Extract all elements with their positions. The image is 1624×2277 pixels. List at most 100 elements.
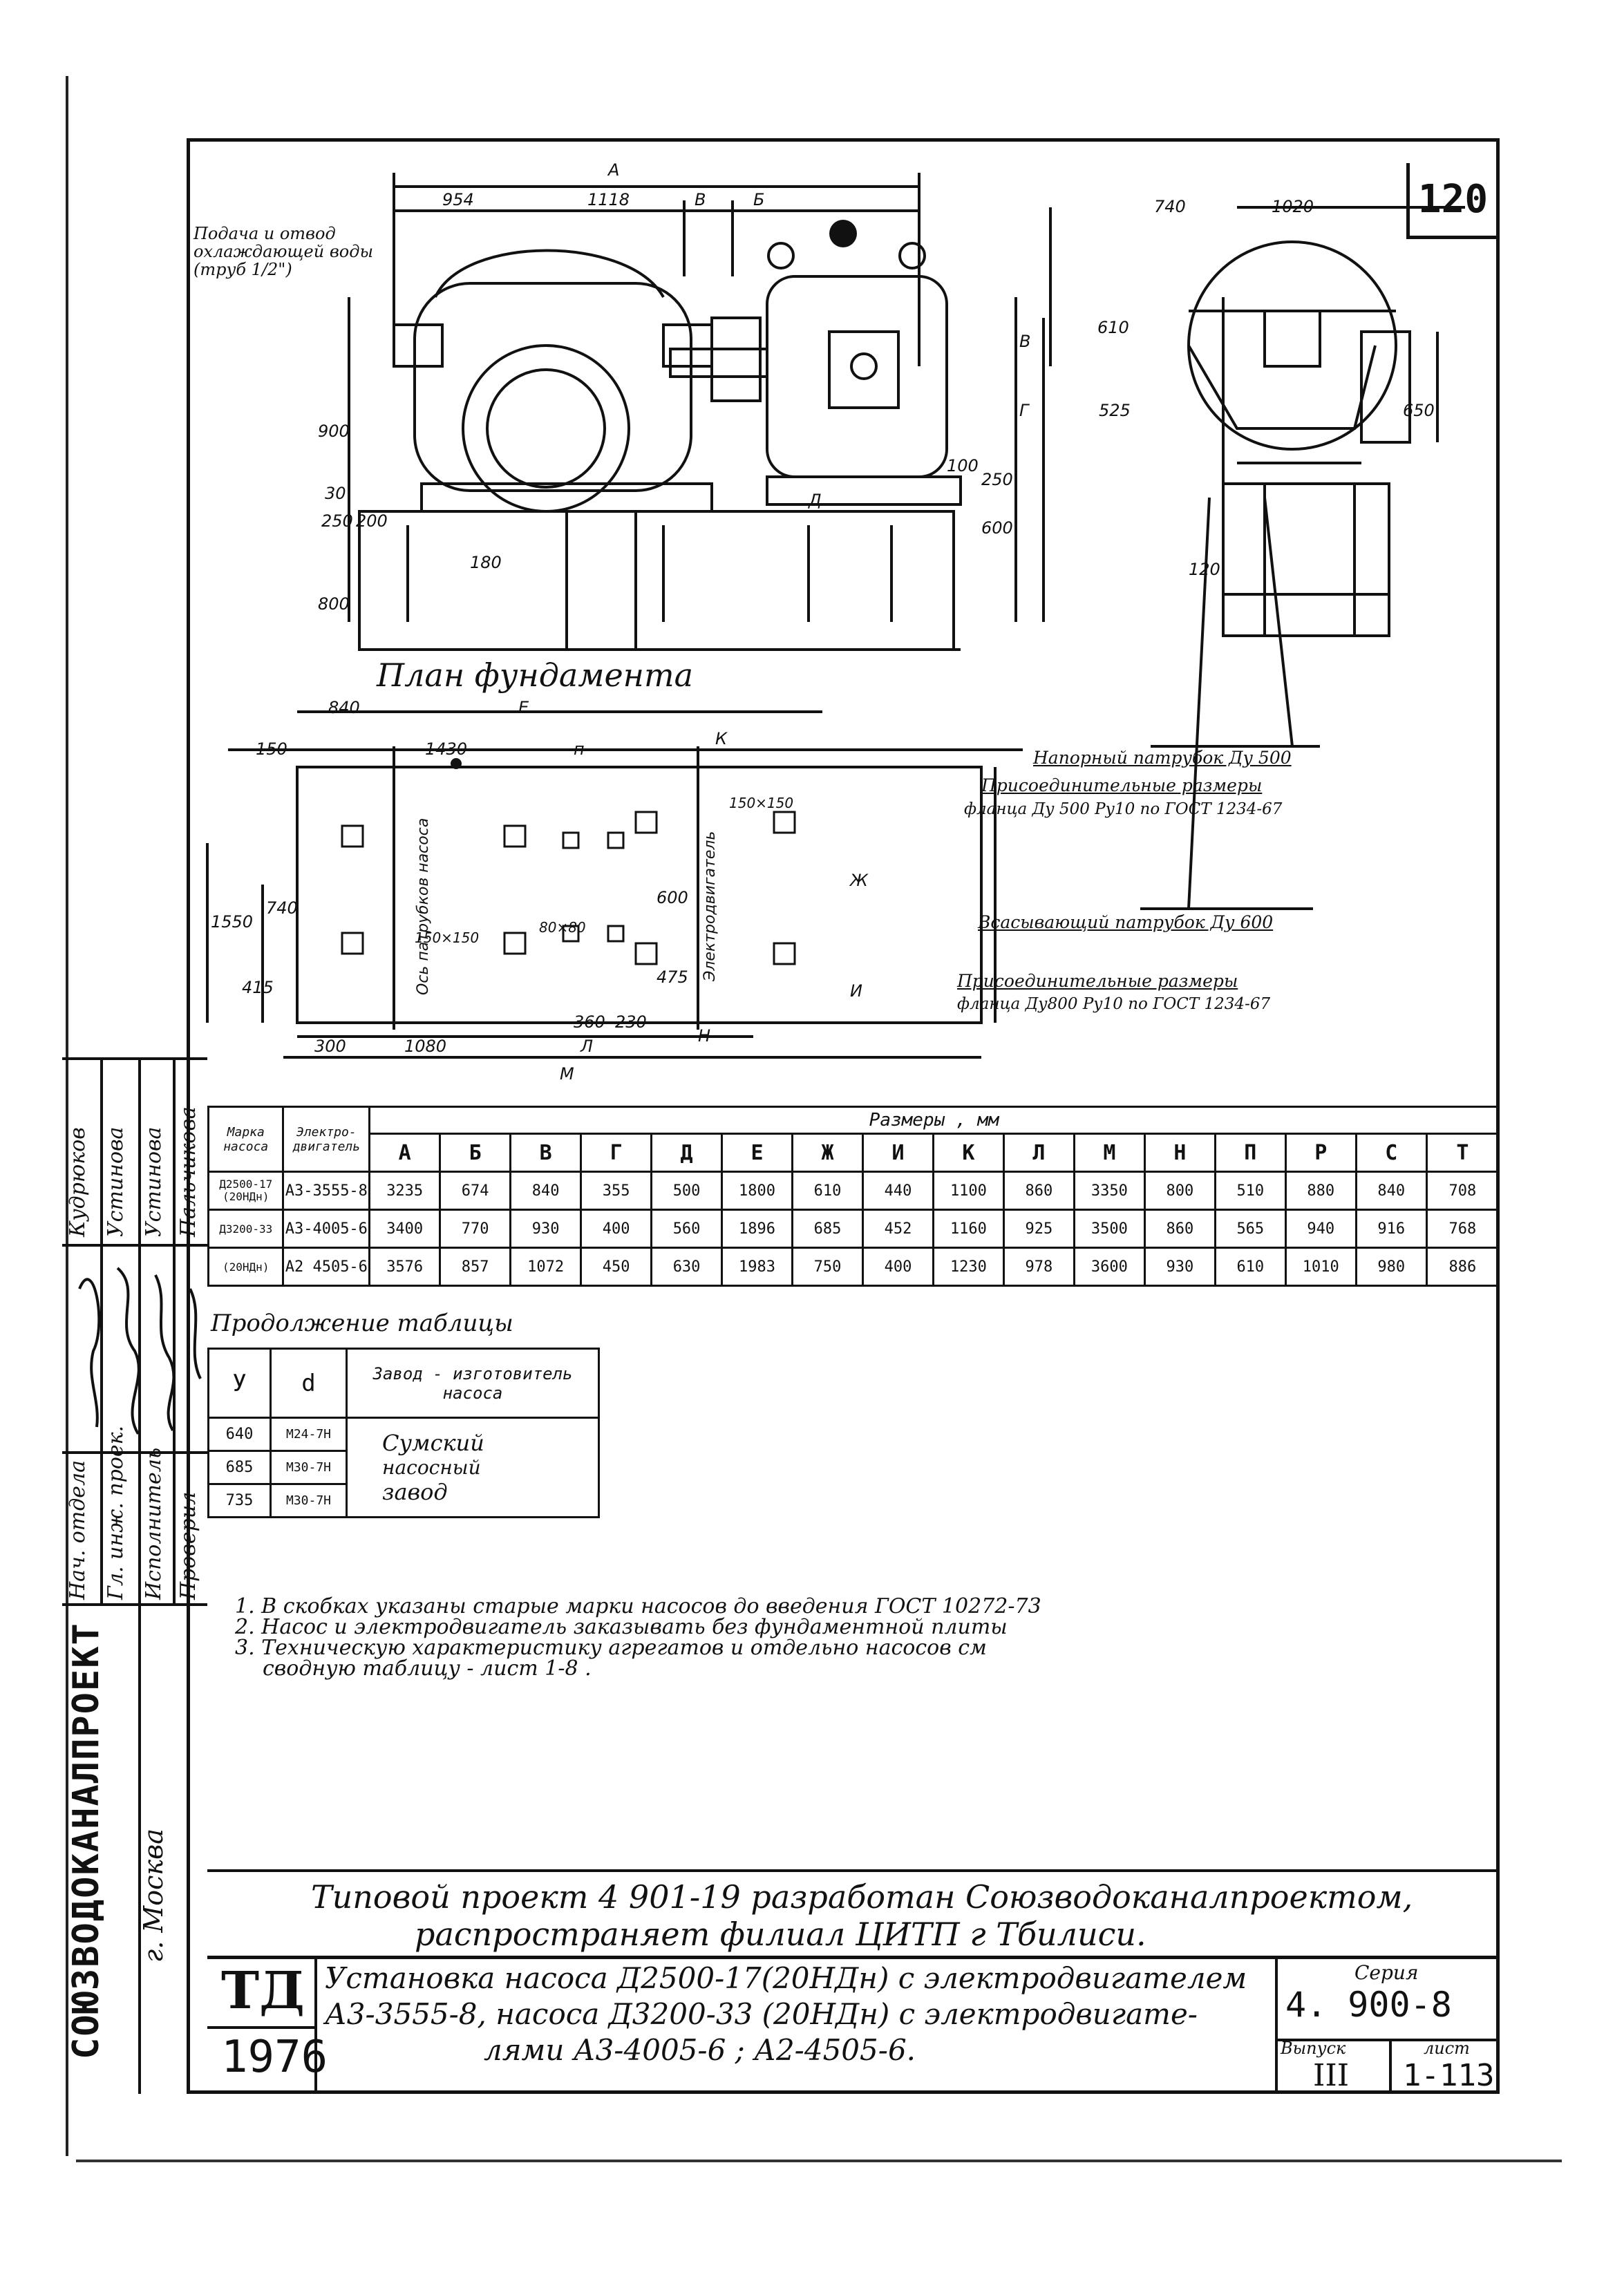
axis-pump-label: Ось патрубков насоса (415, 818, 432, 995)
distribution-rule (207, 1869, 1500, 1872)
plan-dim-150x150: 150×150 (415, 929, 480, 946)
dim-954: 954 (442, 190, 474, 209)
plan-dim-80x80: 80×80 (539, 919, 586, 936)
year: 1976 (221, 2032, 328, 2083)
dim-1118: 1118 (587, 190, 630, 209)
callout-discharge-conn-2: фланца Ду 500 Ру10 по ГОСТ 1234-67 (964, 800, 1283, 818)
col-motor-header: Электро-двигатель (282, 1106, 371, 1173)
col-S: С (1354, 1133, 1428, 1173)
cell: 930 (509, 1209, 583, 1249)
note-3: 3. Техническую характеристику агрегатов … (235, 1636, 987, 1660)
technical-drawing (206, 173, 1465, 1059)
cell-y: 640 (207, 1417, 272, 1452)
dim-900: 900 (318, 422, 350, 441)
title-line-1: Установка насоса Д2500-17(20НДн) с элект… (325, 1961, 1247, 1995)
col-y-header: У (207, 1348, 272, 1419)
dim-610: 610 (1097, 318, 1129, 337)
cell: 1100 (932, 1171, 1005, 1211)
cell: 860 (1002, 1171, 1075, 1211)
plan-dim-415: 415 (242, 978, 274, 997)
series-label: Серия (1354, 1961, 1419, 1984)
cell: 674 (439, 1171, 512, 1211)
role-head: Нач. отдела (66, 1459, 90, 1600)
note-4: сводную таблицу - лист 1-8 . (263, 1656, 592, 1681)
dim-1020: 1020 (1272, 197, 1314, 216)
col-D: Д (650, 1133, 724, 1173)
dim-100: 100 (947, 456, 979, 475)
dim-250: 250 (321, 511, 353, 531)
handwritten-signatures (78, 1267, 202, 1435)
cell: 768 (1425, 1209, 1500, 1249)
cell: 1983 (721, 1247, 794, 1287)
plan-dim-300: 300 (314, 1037, 346, 1056)
table-row: (20НДн) А2 4505-6 3576 857 1072 450 630 … (207, 1247, 1500, 1287)
role-checker: Проверил (176, 1491, 200, 1600)
callout-discharge-conn-1: Присоединительные размеры (981, 775, 1263, 795)
plan-dim-1550: 1550 (211, 912, 254, 932)
cell: 980 (1354, 1247, 1428, 1287)
cell: 450 (580, 1247, 653, 1287)
sig-name-1: Кудрюков (66, 1127, 90, 1237)
cell: 3235 (368, 1171, 442, 1211)
table-row: 735 М30-7Н (207, 1483, 599, 1518)
cell: 925 (1002, 1209, 1075, 1249)
plan-dim-230: 230 (615, 1012, 647, 1032)
td-mark: ТД (221, 1961, 305, 2021)
outer-bottom-line (76, 2160, 1562, 2162)
dim-A: А (608, 160, 620, 180)
sig-name-4: Пальчикова (176, 1106, 200, 1237)
plan-dim-600: 600 (657, 888, 688, 907)
cell: 510 (1214, 1171, 1287, 1211)
col-marka-header: Марка насоса (207, 1106, 285, 1173)
cell: 1896 (721, 1209, 794, 1249)
dim-600: 600 (981, 518, 1013, 538)
col-A: А (368, 1133, 442, 1173)
cell: 1800 (721, 1171, 794, 1211)
cell: 750 (791, 1247, 864, 1287)
plan-dim-150x150b: 150×150 (729, 795, 794, 811)
cell: 860 (1143, 1209, 1216, 1249)
dim-V-top: В (695, 190, 706, 209)
cell: 452 (861, 1209, 934, 1249)
cell: 1010 (1284, 1247, 1357, 1287)
foundation-plan-title: План фундамента (377, 656, 694, 694)
dim-V-side: В (1019, 332, 1031, 351)
cell-d: М30-7Н (270, 1483, 348, 1518)
callout-suction-conn-1: Присоединительные размеры (957, 971, 1238, 991)
cell-motor: А3-3555-8 (282, 1171, 371, 1211)
plan-dim-M: М (560, 1064, 574, 1084)
cell: 940 (1284, 1209, 1357, 1249)
cell: 3500 (1073, 1209, 1146, 1249)
plan-dim-1430: 1430 (425, 739, 468, 759)
table-row: 640 М24-7Н Сумский насосный завод (207, 1417, 600, 1518)
dim-650: 650 (1403, 401, 1435, 420)
cell: 610 (1214, 1247, 1287, 1287)
col-K: К (932, 1133, 1005, 1173)
cell: 800 (1143, 1171, 1216, 1211)
cell: 440 (861, 1171, 934, 1211)
plan-dim-475: 475 (657, 967, 688, 987)
col-Zh: Ж (791, 1133, 864, 1173)
plan-dim-I: И (850, 981, 862, 1001)
cooling-water-label: Подача и отвод охлаждающей воды (труб 1/… (193, 224, 373, 279)
col-maker-header: Завод - изготовитель насоса (346, 1348, 600, 1419)
col-T: Т (1425, 1133, 1500, 1173)
city: г. Москва (138, 1829, 169, 1963)
title-line-2: А3-3555-8, насоса Д3200-33 (20НДн) с эле… (325, 1997, 1198, 2031)
cell: 886 (1425, 1247, 1500, 1287)
sheet-number: 120 (1406, 163, 1496, 239)
cell: 840 (1354, 1171, 1428, 1211)
maker-line: Сумский (382, 1430, 484, 1456)
cell: 400 (580, 1209, 653, 1249)
cell-motor: А2 4505-6 (282, 1247, 371, 1287)
plan-dim-840: 840 (328, 698, 360, 717)
cell-y: 685 (207, 1450, 272, 1485)
plan-dim-360: 360 (574, 1012, 605, 1032)
col-N: Н (1143, 1133, 1216, 1173)
cell: 708 (1425, 1171, 1500, 1211)
dim-120: 120 (1189, 560, 1220, 579)
plan-dim-Zh: Ж (850, 871, 868, 890)
cell: 3350 (1073, 1171, 1146, 1211)
maker-line: завод (382, 1479, 448, 1505)
continuation-title: Продолжение таблицы (211, 1310, 513, 1337)
